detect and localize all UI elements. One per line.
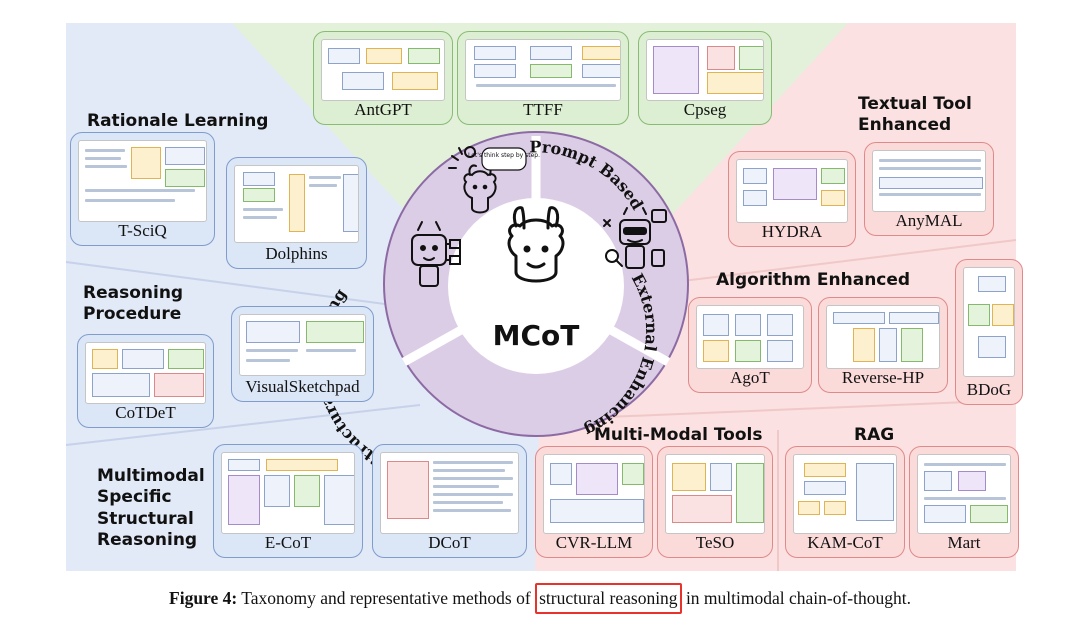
method-hydra: HYDRA: [728, 151, 856, 247]
method-anymal: AnyMAL: [864, 142, 994, 236]
llama-icon: [507, 206, 565, 283]
category-multimodal-specific: Multimodal Specific Structural Reasoning: [97, 466, 205, 551]
method-label: TeSO: [695, 533, 735, 552]
tool-llama-icon: [603, 207, 667, 269]
caption-text: in multimodal chain-of-thought.: [681, 588, 911, 608]
caption-highlight: structural reasoning: [535, 583, 682, 614]
category-line: Structural: [97, 508, 194, 529]
robot-llama-icon: [411, 221, 461, 287]
separator-line: [649, 239, 1017, 286]
small-llama-icon: [448, 146, 497, 214]
category-line: Procedure: [83, 304, 182, 325]
center-title: MCoT: [493, 319, 580, 352]
method-kamcot: KAM-CoT: [785, 446, 905, 558]
category-rag: RAG: [854, 425, 895, 445]
method-ecot: E-CoT: [213, 444, 363, 558]
category-algorithm-enhanced: Algorithm Enhanced: [716, 270, 911, 290]
method-label: E-CoT: [264, 533, 312, 552]
category-line: Textual Tool: [858, 94, 972, 114]
method-cpseg: Cpseg: [638, 31, 772, 125]
method-label: DCoT: [428, 533, 471, 552]
separator-line: [534, 399, 1017, 421]
method-label: CVR-LLM: [555, 533, 633, 552]
method-tsciq: T-SciQ: [70, 132, 215, 246]
method-label: BDoG: [966, 380, 1012, 399]
method-dolphins: Dolphins: [226, 157, 367, 269]
category-rationale-learning: Rationale Learning: [87, 111, 269, 131]
category-line: Reasoning: [97, 529, 198, 550]
separator-line: [65, 261, 431, 311]
method-label: TTFF: [523, 100, 563, 119]
caption-text: Taxonomy and representative methods of: [237, 588, 536, 608]
method-cvrllm: CVR-LLM: [535, 446, 653, 558]
method-mart: Mart: [909, 446, 1019, 558]
method-label: AgoT: [730, 368, 770, 387]
speech-bubble-text: Let's think step by step.: [468, 152, 540, 159]
method-label: Mart: [947, 533, 981, 552]
method-label: Cpseg: [683, 100, 727, 119]
method-visualsketchpad: VisualSketchpad: [231, 306, 374, 402]
ring-inner: [448, 198, 624, 374]
category-textual-tool: Textual Tool Enhanced: [858, 94, 972, 137]
method-label: KAM-CoT: [807, 533, 883, 552]
category-reasoning-procedure: Reasoning Procedure: [83, 283, 183, 326]
method-antgpt: AntGPT: [313, 31, 453, 125]
category-multi-modal-tools: Multi-Modal Tools: [594, 425, 763, 445]
separator-line: [65, 404, 421, 446]
method-label: T-SciQ: [118, 221, 167, 240]
method-cotdet: CoTDeT: [77, 334, 214, 428]
method-label: Reverse-HP: [841, 368, 925, 387]
method-dcot: DCoT: [372, 444, 527, 558]
method-label: CoTDeT: [115, 403, 176, 422]
method-bdog: BDoG: [955, 259, 1023, 405]
method-label: VisualSketchpad: [245, 377, 360, 396]
method-teso: TeSO: [657, 446, 773, 558]
category-line: Multimodal: [97, 466, 205, 486]
category-line: Specific: [97, 487, 172, 508]
category-line: Enhanced: [858, 115, 952, 136]
method-label: Dolphins: [265, 244, 328, 263]
method-ttff: TTFF: [457, 31, 629, 125]
method-label: AntGPT: [354, 100, 412, 119]
method-label: HYDRA: [761, 222, 823, 241]
method-agot: AgoT: [688, 297, 812, 393]
figure-number: Figure 4:: [169, 588, 238, 608]
figure-caption: Figure 4: Taxonomy and representative me…: [0, 583, 1080, 614]
speech-bubble: [481, 147, 527, 171]
method-label: AnyMAL: [895, 211, 963, 230]
method-reversehp: Reverse-HP: [818, 297, 948, 393]
category-line: Reasoning: [83, 283, 184, 303]
